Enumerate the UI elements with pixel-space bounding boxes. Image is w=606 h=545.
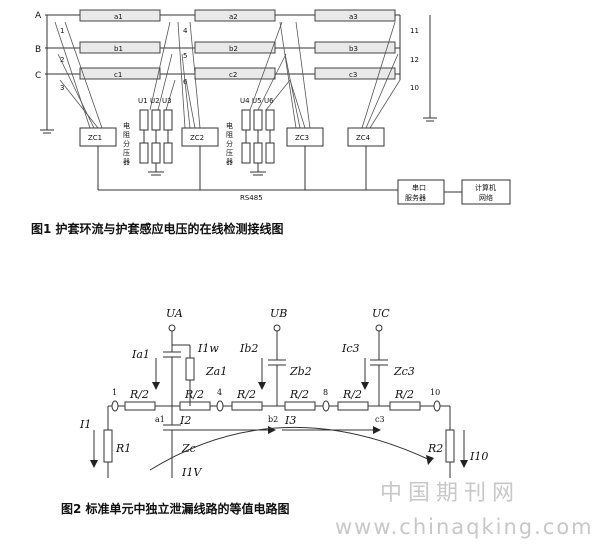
computer-network-box (461, 179, 511, 205)
impedance-zc3-label: Zc3 (393, 365, 415, 378)
r2-label-4: R/2 (289, 388, 309, 401)
r2-label-3: R/2 (236, 388, 256, 401)
cable-a2 (194, 9, 276, 22)
current-i10-label: I10 (469, 450, 488, 463)
source-ub-label: UB (270, 307, 287, 320)
resistor-r1 (103, 429, 113, 463)
r2-label-1: R/2 (129, 388, 149, 401)
current-i1v-label: I1V (181, 466, 202, 479)
voltage-u5: U5 (252, 97, 262, 105)
cable-a2-label: a2 (229, 13, 238, 21)
current-i2-label: I2 (179, 414, 191, 427)
divider-group-2: U4 U5 U6 (240, 97, 275, 176)
node-12: 12 (410, 56, 419, 64)
node-label-1: 1 (112, 388, 117, 397)
node-1: 1 (60, 27, 64, 35)
node-label-8: 8 (323, 388, 328, 397)
node-5: 5 (183, 52, 187, 60)
phase-b-label: B (35, 45, 41, 55)
source-ua-label: UA (166, 307, 183, 320)
divider-label-1: 电阻分压器 (123, 121, 130, 166)
impedance-za1 (185, 357, 195, 381)
computer-line2: 网络 (479, 193, 493, 202)
voltage-u3: U3 (162, 97, 172, 105)
voltage-u2: U2 (150, 97, 160, 105)
node-11: 11 (410, 27, 419, 35)
cable-c1 (79, 67, 161, 80)
cable-a1 (79, 9, 161, 22)
node-circle-4 (216, 400, 224, 412)
resistor-r2 (445, 429, 455, 463)
cable-a3-label: a3 (349, 13, 358, 21)
return-current-arc (149, 426, 431, 471)
figure2-caption: 图2 标准单元中独立泄漏线路的等值电路图 (61, 502, 290, 516)
node-circle-8 (322, 400, 330, 412)
node-label-4: 4 (217, 388, 222, 397)
serial-server-box (397, 179, 445, 205)
current-ib2-label: Ib2 (239, 342, 258, 355)
current-i1-label: I1 (79, 418, 91, 431)
phase-c-label: C (35, 71, 41, 81)
voltage-u4: U4 (240, 97, 250, 105)
cable-b2 (194, 41, 276, 54)
r2-label-2: R/2 (184, 388, 204, 401)
watermark-cn: 中国期刊网 (380, 481, 521, 506)
current-i1w-label: I1w (197, 342, 219, 355)
node-10: 10 (410, 84, 419, 92)
node-label-b2: b2 (268, 415, 278, 424)
computer-line1: 计算机 (475, 183, 496, 192)
cable-c1-label: c1 (114, 71, 122, 79)
cable-a1-label: a1 (114, 13, 123, 21)
node-label-10: 10 (430, 388, 440, 397)
cable-b1-label: b1 (114, 45, 123, 53)
node-6: 6 (183, 78, 188, 86)
rs485-label: RS485 (240, 194, 263, 202)
measurement-wires (54, 21, 401, 129)
cable-b3-label: b3 (349, 45, 358, 53)
watermark-url: www.chinaqking.com (335, 515, 594, 539)
zc2-label: ZC2 (190, 134, 204, 142)
current-ia1-label: Ia1 (131, 348, 150, 361)
current-ic3-label: Ic3 (341, 342, 360, 355)
cable-a3 (314, 9, 396, 22)
resistor-r2-label: R2 (427, 442, 443, 455)
figure2-diagram: R/2 R/2 R/2 R/2 R/2 R/2 1 4 8 10 a1 b2 c… (79, 307, 488, 479)
source-uc-label: UC (372, 307, 390, 320)
figure1-diagram: A B C a1 a2 a3 b1 b2 b3 c1 c2 c3 1 2 3 (35, 9, 511, 205)
voltage-u6: U6 (264, 97, 274, 105)
zc4-label: ZC4 (356, 134, 371, 142)
series-resistors (124, 401, 421, 411)
serial-server-line1: 串口 (412, 184, 426, 192)
cable-c3-label: c3 (349, 71, 357, 79)
node-label-a1: a1 (155, 415, 165, 424)
cable-b2-label: b2 (229, 45, 238, 53)
node-2: 2 (60, 56, 64, 64)
cable-b3 (314, 41, 396, 54)
zc3-label: ZC3 (295, 134, 309, 142)
cable-c3 (314, 67, 396, 80)
node-circle-1 (111, 400, 119, 412)
r2-label-6: R/2 (394, 388, 414, 401)
current-i3-label: I3 (284, 414, 296, 427)
zc1-label: ZC1 (88, 134, 102, 142)
impedance-zc-label: Zc (181, 442, 196, 455)
divider-group-1: U1 U2 U3 (138, 97, 173, 176)
node-3: 3 (60, 84, 64, 92)
r2-label-5: R/2 (342, 388, 362, 401)
cable-b1 (79, 41, 161, 54)
impedance-zb2-label: Zb2 (289, 365, 312, 378)
cable-c2-label: c2 (229, 71, 237, 79)
divider-label-2: 电阻分压器 (226, 121, 233, 166)
phase-a-label: A (35, 11, 42, 21)
serial-server-line2: 服务器 (405, 193, 426, 202)
voltage-u1: U1 (138, 97, 148, 105)
impedance-za1-label: Za1 (205, 365, 227, 378)
node-4: 4 (183, 27, 188, 35)
node-label-c3: c3 (375, 415, 385, 424)
figure1-caption: 图1 护套环流与护套感应电压的在线检测接线图 (31, 222, 284, 236)
node-circle-10 (433, 400, 441, 412)
resistor-r1-label: R1 (115, 442, 131, 455)
